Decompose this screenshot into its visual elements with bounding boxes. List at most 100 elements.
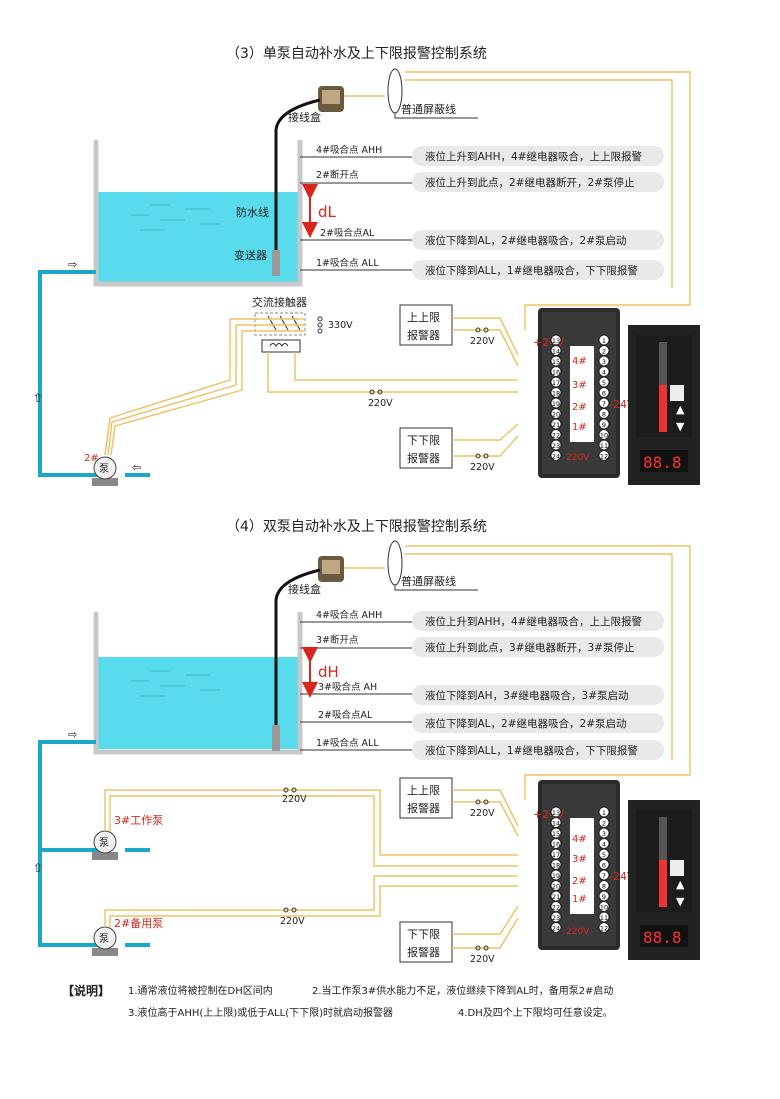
- terminal-number: 15: [552, 358, 560, 366]
- terminal-number: 2: [602, 820, 606, 828]
- junction-box: [318, 86, 344, 112]
- terminal-number: 11: [600, 442, 608, 450]
- level-points: 4#吸合点 AHH 液位上升到AHH，4#继电器吸合，上上限报警 2#断开点 液…: [300, 144, 664, 280]
- terminal-number: 10: [600, 904, 608, 912]
- diagram-2: （4）双泵自动补水及上下限报警控制系统 接线盒 普通屏蔽线 4#吸合点 AHH …: [33, 519, 700, 965]
- terminal-number: 21: [552, 893, 560, 901]
- pump3-wire: [104, 789, 518, 856]
- terminal-number: 9: [602, 421, 606, 429]
- terminal-number: 19: [552, 872, 560, 880]
- voltage-220: 220V: [470, 336, 495, 347]
- relay-label: 1#: [572, 894, 587, 905]
- terminal-number: 18: [552, 862, 560, 870]
- level-point-desc: 液位下降到AL，2#继电器吸合，2#泵启动: [425, 717, 627, 730]
- led-display: 88.8: [643, 928, 682, 947]
- level-point-label: 3#吸合点 AH: [318, 681, 377, 693]
- level-point-label: 2#吸合点AL: [318, 709, 373, 721]
- voltage-220: 220V: [470, 808, 495, 819]
- note-1: 1.通常液位将被控制在DH区间内: [128, 984, 273, 997]
- diagram-1-title: （3）单泵自动补水及上下限报警控制系统: [226, 46, 487, 62]
- waterproof-label: 防水线: [236, 205, 269, 219]
- meter-panel: [628, 325, 700, 485]
- terminal-number: 16: [552, 841, 560, 849]
- alarm-high-label: 报警器: [407, 801, 440, 815]
- terminal-number: 14: [552, 820, 560, 828]
- alarm-high-label: 上上限: [407, 784, 440, 797]
- junction-box: [318, 556, 344, 582]
- pump-label: 泵: [99, 837, 109, 849]
- alarm-low-label: 报警器: [407, 945, 440, 959]
- terminal-number: 8: [602, 883, 606, 891]
- junction-box-label: 接线盒: [288, 110, 321, 124]
- pump-icon: [92, 456, 118, 486]
- terminal-number: 6: [602, 862, 606, 870]
- meter-panel: [628, 800, 700, 960]
- flow-arrow-icon: ⇨: [68, 258, 77, 271]
- up-arrow-icon: ▲: [676, 878, 685, 891]
- notes-heading: 【说明】: [62, 983, 110, 998]
- terminal-number: 23: [552, 442, 560, 450]
- level-point-desc: 液位下降到AL，2#继电器吸合，2#泵启动: [425, 234, 627, 247]
- probe-cable: [274, 568, 321, 735]
- diagram-1: （3）单泵自动补水及上下限报警控制系统 接线盒 防水线 变送器 普通屏蔽线 4#…: [33, 46, 700, 486]
- level-point-label: 3#断开点: [316, 634, 359, 646]
- terminal-number: 7: [602, 872, 606, 880]
- cable-ring: [387, 540, 403, 586]
- up-arrow-icon: ▲: [676, 403, 685, 416]
- level-point-desc: 液位下降到AH，3#继电器吸合，3#泵启动: [425, 689, 629, 702]
- voltage-220: 220V: [280, 916, 305, 927]
- terminal-number: 5: [602, 851, 606, 859]
- terminal-220v: 220V: [566, 927, 590, 937]
- flow-arrow-left-icon: ⇦: [132, 461, 141, 474]
- water-body: [96, 192, 298, 282]
- flow-arrow-up-icon: ⇧: [33, 391, 43, 405]
- terminal-number: 4: [602, 369, 606, 377]
- level-point-desc: 液位下降到ALL，1#继电器吸合，下下限报警: [425, 264, 638, 277]
- alarm-low-label: 下下限: [407, 928, 440, 941]
- terminal-number: 1: [602, 337, 606, 345]
- contactor-label: 交流接触器: [252, 295, 307, 309]
- diagram-2-title: （4）双泵自动补水及上下限报警控制系统: [226, 519, 487, 535]
- terminal: [598, 922, 610, 933]
- water-ripples: [130, 670, 220, 697]
- terminal-number: 8: [602, 411, 606, 419]
- terminal: [550, 450, 562, 461]
- relay-label: 1#: [572, 422, 587, 433]
- terminal-number: 20: [552, 883, 560, 891]
- probe-cable: [274, 98, 321, 258]
- level-point-desc: 液位下降到ALL，1#继电器吸合，下下限报警: [425, 744, 638, 757]
- terminal-number: 24: [552, 453, 560, 461]
- transmitter-probe: [272, 725, 280, 751]
- terminal-number: 3: [602, 830, 606, 838]
- alarm-low-label: 报警器: [407, 451, 440, 465]
- voltage-220: 220V: [282, 794, 307, 805]
- note-3: 3.液位高于AHH(上上限)或低于ALL(下下限)时就启动报警器: [128, 1006, 393, 1019]
- terminal-number: 24: [552, 925, 560, 933]
- terminal-number: 3: [602, 358, 606, 366]
- terminal-number: 15: [552, 830, 560, 838]
- terminal-number: 2: [602, 348, 606, 356]
- terminal-number: 1: [602, 809, 606, 817]
- terminal-number: 7: [602, 400, 606, 408]
- led-display: 88.8: [643, 453, 682, 472]
- cable-label: 普通屏蔽线: [401, 102, 456, 116]
- terminal-number: 12: [600, 925, 608, 933]
- terminal-number: 19: [552, 400, 560, 408]
- pump2-tag: 2#备用泵: [114, 916, 163, 930]
- terminal-number: 17: [552, 851, 560, 859]
- relay-label: 3#: [572, 854, 587, 865]
- dh-label: dH: [318, 663, 339, 681]
- dl-label: dL: [318, 203, 337, 221]
- terminal-number: 17: [552, 379, 560, 387]
- terminal-number: 10: [600, 432, 608, 440]
- terminal-number: 16: [552, 369, 560, 377]
- pump2-wire: [104, 875, 518, 927]
- terminal-number: 5: [602, 379, 606, 387]
- relay-label: 3#: [572, 380, 587, 391]
- alarm-high-box: [399, 304, 453, 346]
- terminal-number: 13: [552, 809, 560, 817]
- terminal-number: 4: [602, 841, 606, 849]
